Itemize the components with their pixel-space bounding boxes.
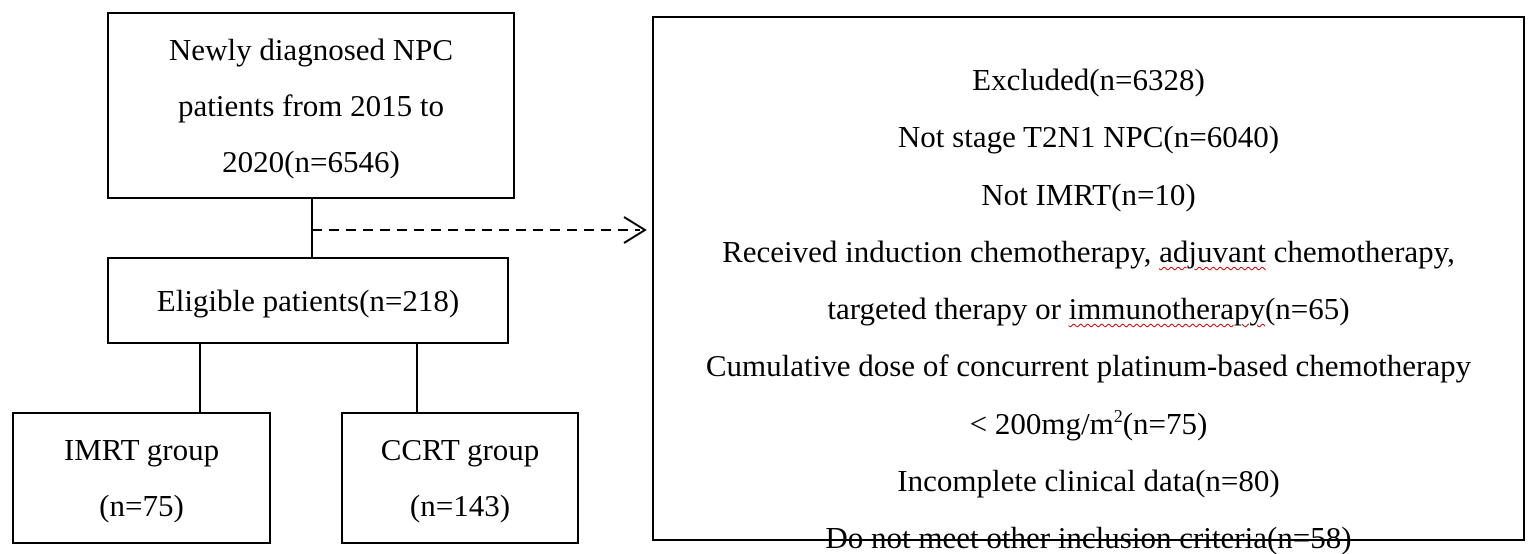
exclusion-reason-incomplete-data: Incomplete clinical data(n=80) xyxy=(897,463,1280,499)
newly-diagnosed-line-2: patients from 2015 to xyxy=(177,87,445,123)
exclusion-reason-other-therapy-count: (n=65) xyxy=(1264,291,1350,327)
exclusion-reason-dose-value: < 200mg/m xyxy=(969,405,1114,441)
spellcheck-word-immunotherapy: immunotherapy xyxy=(1068,291,1265,327)
exclusion-reason-dose-line-2: < 200mg/m2(n=75) xyxy=(970,395,1208,452)
excluded-title: Excluded(n=6328) xyxy=(972,62,1205,97)
exclusion-reason-targeted-text: targeted therapy or xyxy=(827,291,1069,327)
imrt-group-count: (n=75) xyxy=(99,488,184,523)
newly-diagnosed-box: Newly diagnosed NPC patients from 2015 t… xyxy=(107,12,515,199)
exclusion-reason-stage: Not stage T2N1 NPC(n=6040) xyxy=(897,119,1280,155)
excluded-box: Excluded(n=6328) Not stage T2N1 NPC(n=60… xyxy=(652,16,1525,554)
eligible-patients-label: Eligible patients(n=218) xyxy=(156,282,460,318)
exclusion-reason-other-criteria: Do not meet other inclusion criteria(n=5… xyxy=(825,520,1352,554)
exclusion-reason-dose-line-1: Cumulative dose of concurrent platinum-b… xyxy=(705,348,1472,384)
exclusion-reason-other-therapy-line-2: targeted therapy or immunotherapy(n=65) xyxy=(827,280,1349,337)
newly-diagnosed-line-1: Newly diagnosed NPC xyxy=(168,31,454,67)
exclusion-reason-other-therapy-text-a: Received induction chemotherapy, xyxy=(722,233,1160,269)
exclusion-reason-dose-superscript: 2 xyxy=(1113,405,1123,426)
exclusion-arrowhead xyxy=(623,216,647,244)
ccrt-group-label: CCRT group xyxy=(380,432,540,467)
eligible-patients-box: Eligible patients(n=218) xyxy=(107,257,509,344)
newly-diagnosed-line-3: 2020(n=6546) xyxy=(222,143,400,179)
imrt-group-box: IMRT group (n=75) xyxy=(12,412,271,544)
ccrt-group-box: CCRT group (n=143) xyxy=(341,412,579,544)
exclusion-reason-other-therapy-line-1: Received induction chemotherapy, adjuvan… xyxy=(722,223,1455,280)
exclusion-reason-other-therapy-text-c: chemotherapy, xyxy=(1265,233,1455,269)
spellcheck-word-adjuvant: adjuvant xyxy=(1159,233,1266,269)
imrt-group-label: IMRT group xyxy=(63,432,220,467)
exclusion-reason-not-imrt: Not IMRT(n=10) xyxy=(981,176,1196,212)
exclusion-reason-dose-count: (n=75) xyxy=(1122,405,1208,441)
ccrt-group-count: (n=143) xyxy=(409,488,511,523)
